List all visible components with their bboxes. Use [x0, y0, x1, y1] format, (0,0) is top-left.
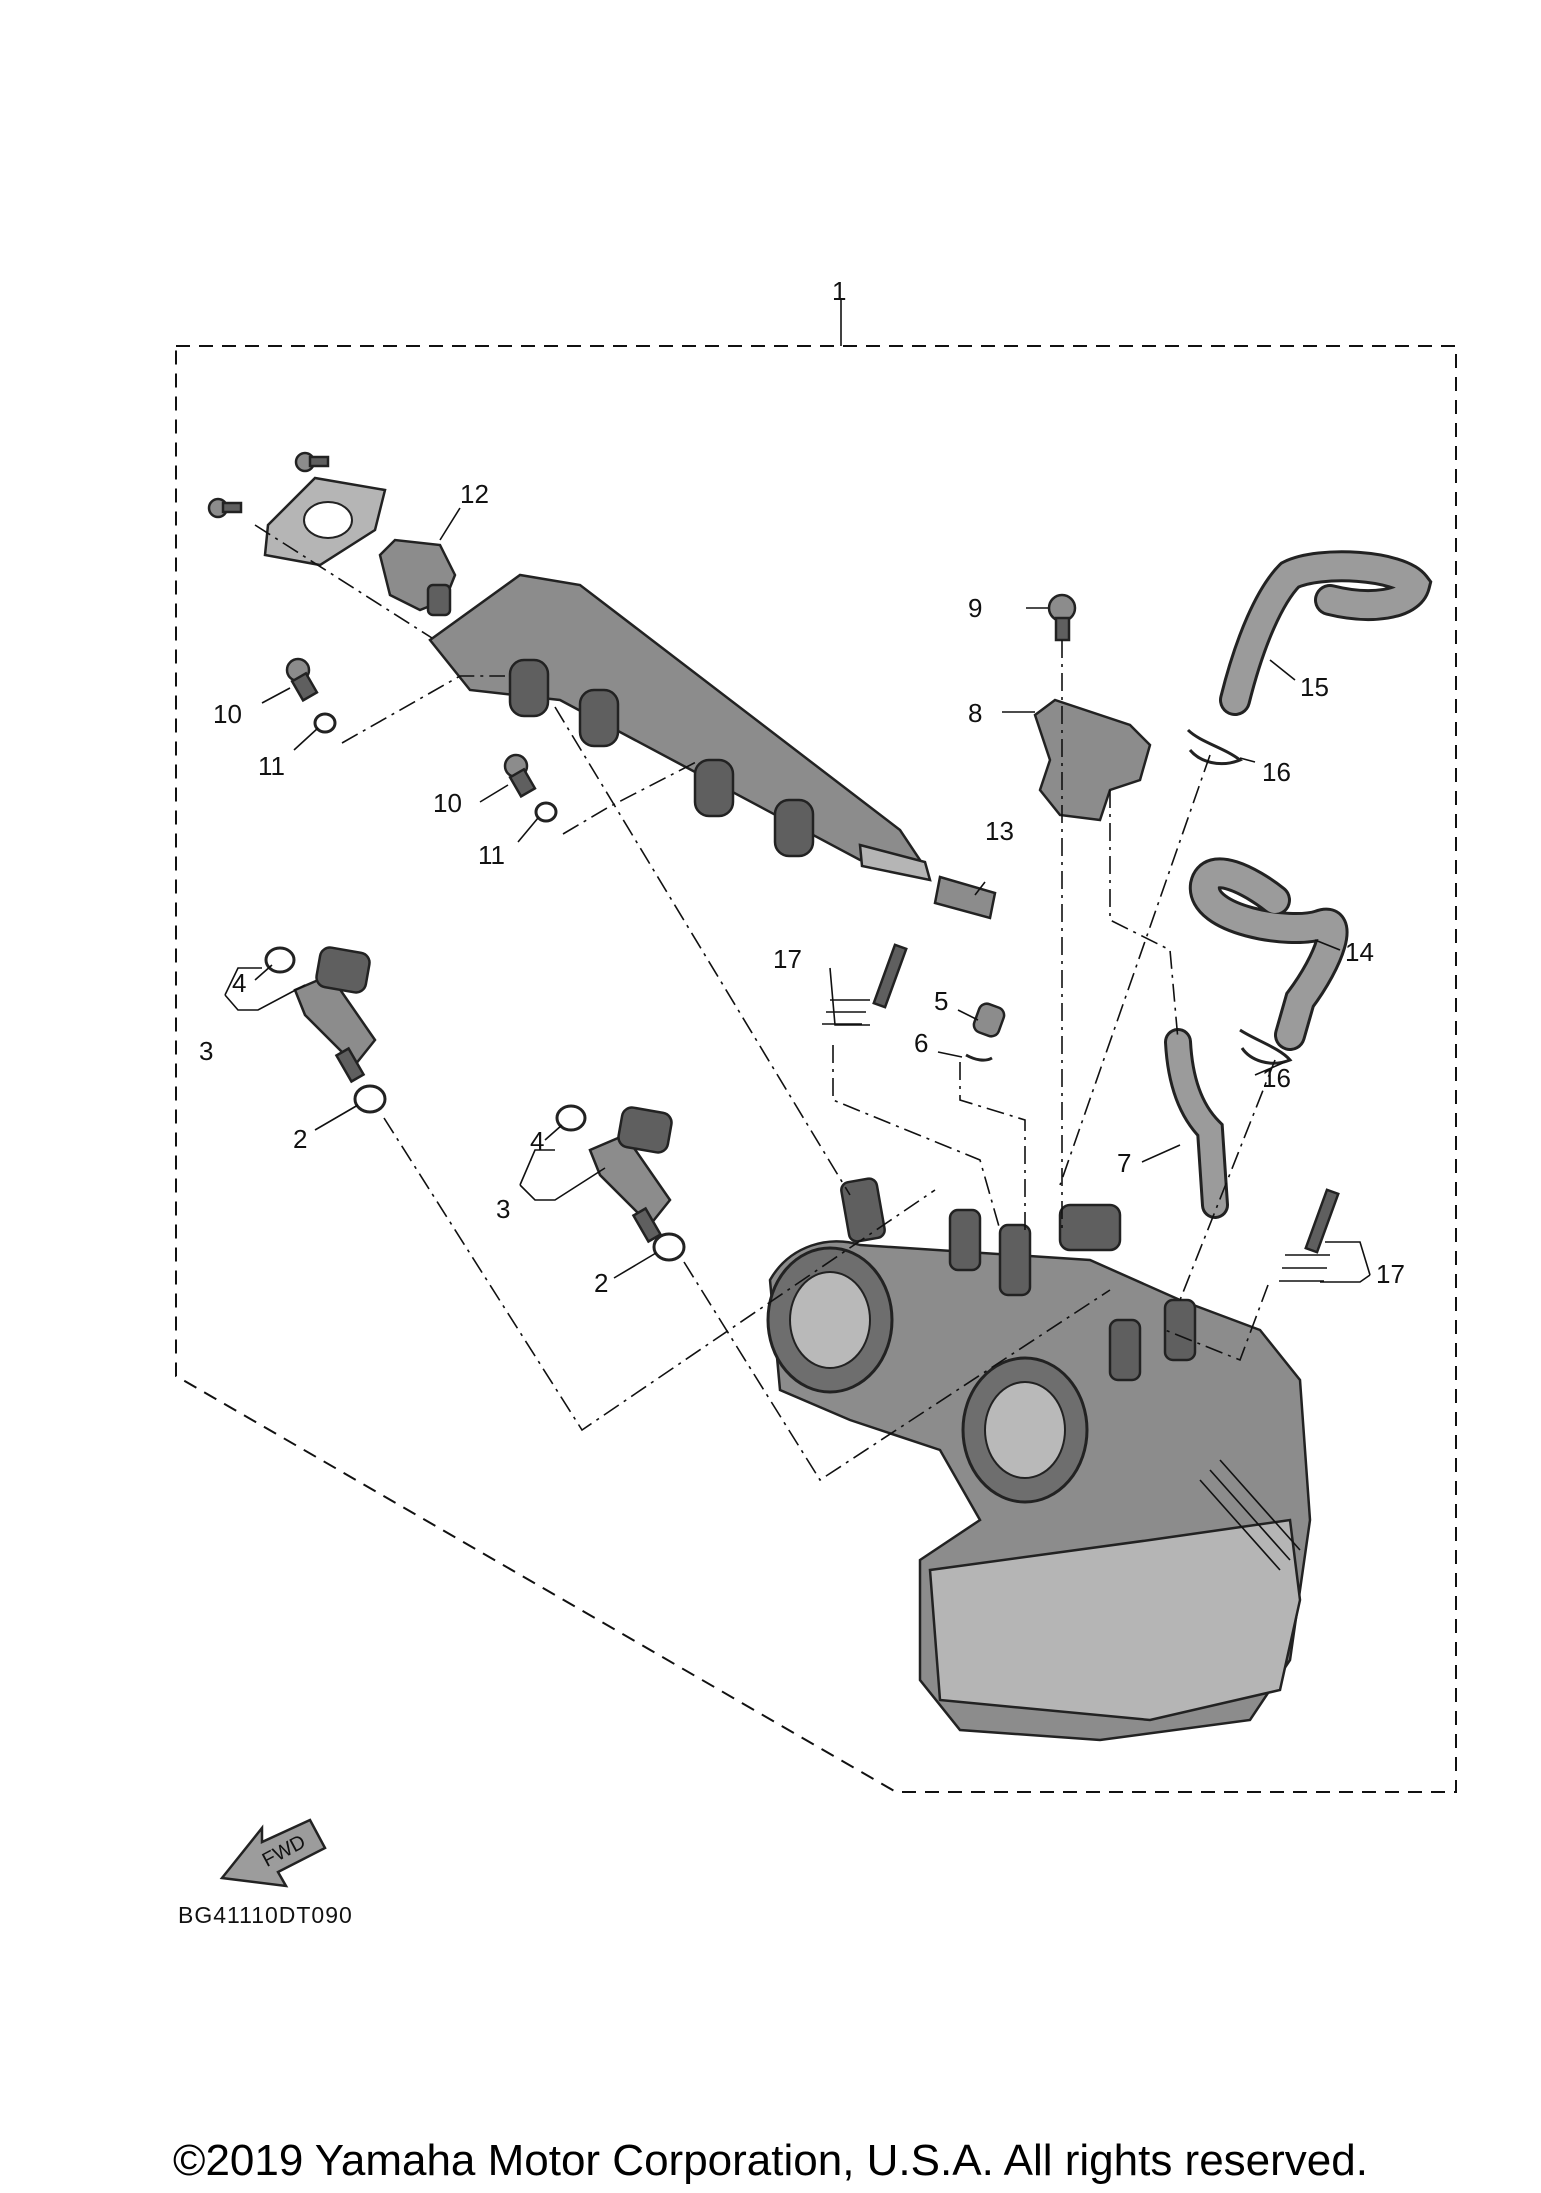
clamp-16b	[1239, 1028, 1293, 1065]
assembly-boundary	[175, 300, 1457, 1793]
injector-set-b	[588, 1106, 673, 1244]
fuel-rail	[428, 573, 932, 882]
o-ring-2a	[353, 1084, 387, 1114]
callout-3b: 3	[496, 1194, 510, 1224]
callout-16b: 16	[1262, 1063, 1291, 1093]
bracket-8	[1033, 698, 1152, 822]
copyright-notice: ©2019 Yamaha Motor Corporation, U.S.A. A…	[173, 2136, 1368, 2185]
screw-9	[1047, 593, 1077, 642]
callout-13: 13	[985, 816, 1014, 846]
callout-15: 15	[1300, 672, 1329, 702]
diagram-code: BG41110DT090	[178, 1902, 353, 1928]
bolt-10b	[503, 753, 537, 799]
callout-1: 1	[832, 276, 846, 306]
hardware-17a	[822, 943, 908, 1025]
clamp-16a	[1186, 728, 1243, 766]
callout-3a: 3	[199, 1036, 213, 1066]
callout-11a: 11	[258, 751, 285, 781]
callout-10a: 10	[213, 699, 242, 729]
callout-10b: 10	[433, 788, 462, 818]
o-ring-4b	[555, 1104, 587, 1132]
washer-11b	[534, 801, 558, 823]
leader-lines	[224, 507, 1371, 1283]
washer-11a	[313, 712, 337, 734]
cap-5	[972, 1002, 1006, 1038]
hardware-17b	[1279, 1188, 1340, 1282]
callout-6: 6	[914, 1028, 928, 1058]
callout-11b: 11	[478, 840, 505, 870]
callout-17a: 17	[773, 944, 802, 974]
injector-set-a	[293, 946, 377, 1084]
callout-2a: 2	[293, 1124, 307, 1154]
clip-6	[965, 1053, 993, 1062]
callout-5: 5	[934, 986, 948, 1016]
callout-4b: 4	[530, 1126, 544, 1156]
pressure-regulator	[378, 538, 457, 617]
o-ring-4a	[264, 946, 296, 974]
gasket	[263, 476, 387, 567]
callout-2b: 2	[594, 1268, 608, 1298]
hose-15	[1219, 550, 1433, 716]
callout-7: 7	[1117, 1148, 1131, 1178]
o-ring-2b	[652, 1232, 686, 1262]
fwd-arrow-icon: FWD	[219, 1818, 327, 1888]
throttle-body	[766, 1177, 1312, 1742]
callout-4a: 4	[232, 968, 246, 998]
callout-16a: 16	[1262, 757, 1291, 787]
callout-9: 9	[968, 593, 982, 623]
callout-17b: 17	[1376, 1259, 1405, 1289]
hose-13	[933, 875, 997, 920]
callout-8: 8	[968, 698, 982, 728]
assembly-guides	[254, 524, 1276, 1482]
callout-14: 14	[1345, 937, 1374, 967]
callouts: 1 12 9 8 15 16 10 11 10 11 13 14 17 5 6 …	[199, 276, 1405, 1298]
callout-12: 12	[460, 479, 489, 509]
hose-14	[1189, 857, 1349, 1051]
hose-7	[1164, 1028, 1229, 1219]
gasket-bolts	[207, 451, 330, 519]
bolt-10a	[285, 657, 319, 703]
